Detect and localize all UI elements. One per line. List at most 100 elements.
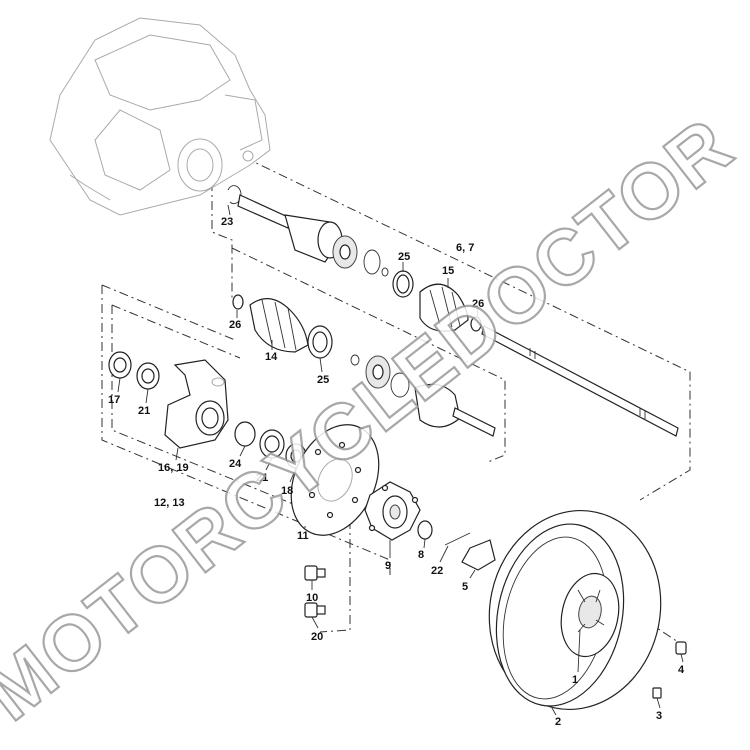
callout-24: 24 [229, 458, 242, 470]
valve-3 [652, 687, 662, 699]
callout-15: 15 [442, 265, 454, 277]
knuckle-boundary-inner [111, 305, 321, 516]
bolt-10-shank [316, 568, 326, 578]
disc-hole [308, 491, 316, 499]
assembly-boundaries [101, 159, 691, 651]
callout-14: 14 [265, 351, 278, 363]
leader-20 [311, 616, 319, 629]
hub-stud [411, 496, 419, 504]
bearing-21-left-inner [141, 368, 155, 384]
brake-bolt-boundary [319, 520, 351, 633]
leader-1 [577, 629, 581, 673]
callout-16-19: 16, 19 [158, 462, 189, 474]
callout-1: 1 [572, 674, 578, 686]
leader-21b [265, 457, 273, 471]
tyre-2-sidewall [495, 523, 625, 707]
housing-top-face [94, 34, 231, 111]
seal-17-inner [113, 357, 127, 373]
hub-fasteners [417, 520, 496, 571]
knuckle-boundary-outer [101, 285, 391, 575]
wheel-tyre-assembly [488, 510, 662, 710]
callout-8: 8 [418, 549, 424, 561]
disc-hole [314, 448, 322, 456]
callout-23: 23 [221, 216, 233, 228]
callout-21a: 21 [138, 405, 150, 417]
knuckle-bore-inner [201, 407, 219, 429]
leader-25b [319, 357, 323, 373]
knuckle-upper-eye [211, 377, 225, 387]
boot-clamp-25-lower-inner [312, 331, 328, 353]
housing-lower-edge [69, 174, 111, 201]
boot-clamp-26-upper [470, 316, 482, 332]
callout-22: 22 [431, 565, 443, 577]
seal-18-inner [290, 449, 302, 463]
leader-22 [439, 545, 449, 563]
leader-8 [423, 538, 426, 549]
cotter-pin-22 [444, 532, 471, 546]
boot-clamp-26-lower [232, 294, 244, 310]
callout-9: 9 [385, 560, 391, 572]
callout-17: 17 [108, 394, 120, 406]
snap-ring-lower [350, 354, 360, 366]
callout-4: 4 [678, 664, 685, 676]
leader-17 [117, 377, 121, 393]
shaft-left-boundary [211, 182, 233, 300]
rim-1-spokes [577, 589, 605, 633]
callout-18: 18 [281, 485, 293, 497]
callout-10: 10 [306, 592, 318, 604]
bolt-20-shank [316, 605, 326, 615]
outer-cv-assembly [232, 294, 496, 437]
circlip-23 [227, 185, 242, 205]
bearing-21-right-inner [264, 435, 280, 453]
hub-cap-5 [461, 539, 496, 571]
housing-output-seal [186, 148, 214, 182]
callout-12-13: 12, 13 [154, 497, 185, 509]
leader-23 [227, 204, 231, 216]
leader-lines [117, 204, 684, 716]
outer-shaft-boundary [211, 159, 691, 501]
leader-26a [476, 307, 479, 319]
wheel-nut-boundary [599, 589, 691, 651]
callout-26a: 26 [472, 298, 484, 310]
axle-shaft-splines [529, 348, 646, 419]
snap-ring-upper [381, 267, 389, 277]
brake-disc-11 [290, 424, 380, 536]
disc-hole [326, 511, 334, 519]
knuckle-boundary-inner-top [111, 304, 241, 359]
inner-joint-boundary [231, 247, 506, 463]
disc-hole [338, 441, 346, 449]
bolt-10-head [304, 565, 318, 581]
callout-11: 11 [297, 530, 309, 542]
callout-25b: 25 [317, 374, 329, 386]
leader-2 [551, 707, 557, 716]
cv-boot-15-folds [429, 286, 461, 328]
callouts: 23 6, 7 25 15 26 26 14 25 17 21 24 21 18… [108, 216, 685, 728]
o-ring-lower [390, 372, 410, 398]
wheel-nut-4 [675, 641, 687, 655]
boot-clamp-25-upper-inner [396, 274, 410, 294]
callout-2: 2 [555, 716, 561, 728]
bolt-20-head [304, 602, 318, 618]
callout-5: 5 [462, 581, 468, 593]
rim-1-center [578, 595, 602, 629]
cv-boot-14-folds [261, 299, 297, 351]
disc-hole [354, 466, 362, 474]
knuckle-boundary-top [101, 284, 236, 341]
housing-bolt [242, 150, 254, 162]
o-ring-upper [363, 249, 381, 275]
cv-boot-14 [249, 298, 309, 353]
brake-disc-hub [317, 458, 353, 502]
leader-18 [289, 467, 297, 483]
leader-21a [145, 388, 149, 404]
leader-24 [239, 445, 246, 457]
disc-hole [351, 496, 359, 504]
housing-rib [94, 109, 171, 191]
hub-stud [381, 484, 389, 492]
leader-5 [469, 569, 476, 579]
axle-nut-8 [417, 520, 433, 540]
leader-3 [656, 697, 661, 709]
cv-cage-hub [339, 244, 351, 260]
outer-stub-spline [452, 407, 496, 437]
